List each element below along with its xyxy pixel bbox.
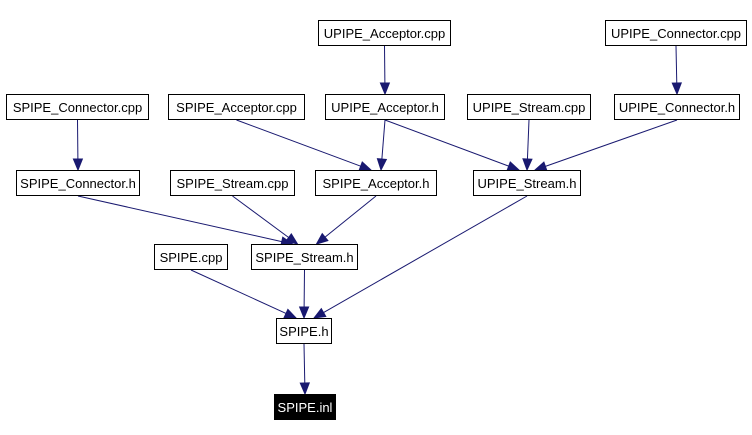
edge-spipe_h-to-spipe_inl — [303, 343, 306, 384]
edge-spipe_connector_h-to-spipe_stream_h — [77, 195, 282, 243]
edge-spipe_acceptor_h-to-spipe_stream_h — [324, 195, 377, 238]
edge-upipe_connector_cpp-to-upipe_connector_h — [675, 45, 678, 84]
node-spipe-acceptor-h[interactable]: SPIPE_Acceptor.h — [315, 170, 437, 196]
node-spipe-inl[interactable]: SPIPE.inl — [274, 394, 336, 420]
arrowhead-spipe_stream_h-to-spipe_h — [298, 306, 310, 320]
arrowhead-upipe_acceptor_h-to-spipe_acceptor_h — [376, 158, 388, 172]
edge-upipe_acceptor_h-to-spipe_acceptor_h — [381, 119, 386, 160]
arrowhead-spipe_cpp-to-spipe_h — [283, 308, 298, 319]
node-spipe-acceptor-cpp[interactable]: SPIPE_Acceptor.cpp — [168, 94, 305, 120]
node-upipe-connector-h[interactable]: UPIPE_Connector.h — [614, 94, 740, 120]
arrowhead-upipe_acceptor_cpp-to-upipe_acceptor_h — [379, 82, 391, 96]
node-upipe-stream-h[interactable]: UPIPE_Stream.h — [473, 170, 581, 196]
arrowhead-spipe_connector_cpp-to-spipe_connector_h — [72, 158, 84, 172]
edge-upipe_acceptor_h-to-upipe_stream_h — [384, 119, 509, 167]
arrowhead-upipe_stream_h-to-spipe_h — [312, 307, 327, 319]
edge-upipe_stream_cpp-to-upipe_stream_h — [526, 119, 530, 160]
node-spipe-h[interactable]: SPIPE.h — [276, 318, 332, 344]
edge-upipe_stream_h-to-spipe_h — [323, 195, 528, 313]
node-spipe-stream-h[interactable]: SPIPE_Stream.h — [251, 244, 358, 270]
edge-spipe_acceptor_cpp-to-spipe_acceptor_h — [236, 119, 361, 167]
arrowhead-spipe_acceptor_h-to-spipe_stream_h — [315, 232, 329, 245]
arrowhead-spipe_stream_cpp-to-spipe_stream_h — [285, 232, 299, 245]
edge-spipe_cpp-to-spipe_h — [190, 269, 287, 314]
node-spipe-connector-cpp[interactable]: SPIPE_Connector.cpp — [6, 94, 149, 120]
node-upipe-acceptor-cpp[interactable]: UPIPE_Acceptor.cpp — [318, 20, 451, 46]
node-spipe-stream-cpp[interactable]: SPIPE_Stream.cpp — [170, 170, 295, 196]
edge-upipe_connector_h-to-upipe_stream_h — [545, 119, 678, 167]
arrowhead-upipe_connector_cpp-to-upipe_connector_h — [671, 82, 683, 96]
node-spipe-connector-h[interactable]: SPIPE_Connector.h — [16, 170, 140, 196]
arrowhead-upipe_stream_cpp-to-upipe_stream_h — [522, 158, 533, 172]
node-upipe-connector-cpp[interactable]: UPIPE_Connector.cpp — [605, 20, 747, 46]
node-spipe-cpp[interactable]: SPIPE.cpp — [154, 244, 228, 270]
edge-spipe_stream_cpp-to-spipe_stream_h — [232, 195, 289, 238]
arrowhead-spipe_h-to-spipe_inl — [299, 382, 311, 396]
node-upipe-acceptor-h[interactable]: UPIPE_Acceptor.h — [325, 94, 445, 120]
node-upipe-stream-cpp[interactable]: UPIPE_Stream.cpp — [467, 94, 591, 120]
